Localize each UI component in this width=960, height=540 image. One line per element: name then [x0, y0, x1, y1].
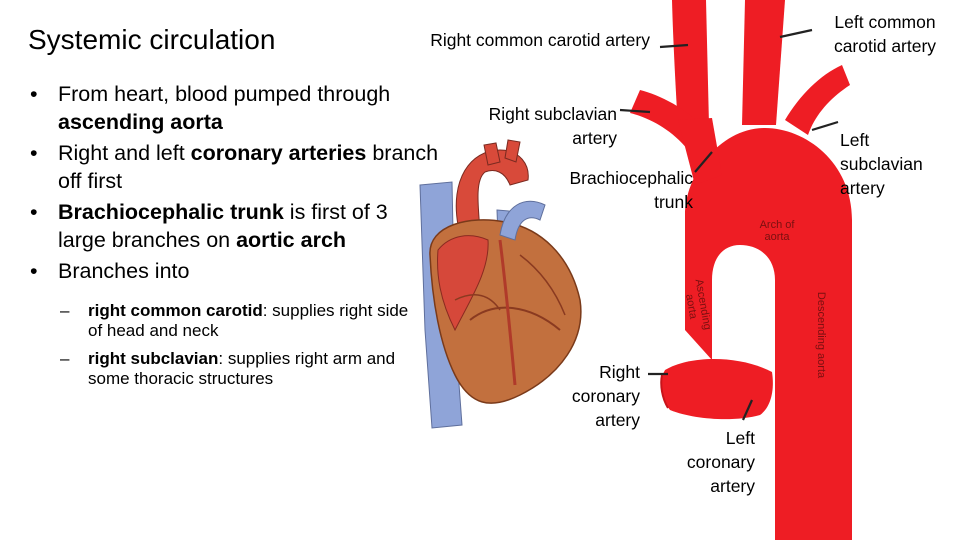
leader-brachiocephalic	[694, 151, 713, 173]
bullet-2-bold: coronary arteries	[190, 141, 367, 165]
sub-bullet-2: right subclavian: supplies right arm and…	[30, 349, 418, 389]
bullet-2: Right and left coronary arteries branch …	[30, 139, 450, 195]
leader-right-subclavian	[619, 108, 651, 114]
bullet-list: From heart, blood pumped through ascendi…	[30, 80, 450, 389]
sub-bullet-2-text: : supplies right arm and some thoracic s…	[88, 349, 396, 388]
slide-title: Systemic circulation	[28, 24, 276, 55]
heart-illustration	[419, 139, 582, 429]
sub-bullet-1-text: : supplies right side of head and neck	[88, 301, 409, 340]
leader-left-common-carotid	[779, 28, 813, 39]
bullet-1: From heart, blood pumped through ascendi…	[30, 80, 450, 136]
arch-label-1: Arch of	[760, 219, 796, 231]
label-brachiocephalic-trunk: Brachiocephalic trunk	[569, 168, 693, 212]
bullet-4: Branches into	[30, 257, 450, 285]
aorta-diagram	[630, 0, 852, 540]
label-right-common-carotid: Right common carotid artery	[430, 30, 650, 50]
bullet-3-text: is first of 3 large branches on	[58, 200, 388, 252]
label-left-coronary: Left coronary artery	[686, 428, 755, 496]
descending-label: Descending aorta	[815, 292, 827, 379]
leader-left-coronary	[741, 399, 754, 421]
sub-bullet-1-bold: right common carotid	[88, 301, 263, 320]
bullet-1-text: From heart, blood pumped through	[58, 82, 391, 106]
label-right-subclavian: Right subclavian artery	[488, 104, 617, 148]
leader-lines	[619, 28, 839, 421]
bullet-1-bold: ascending aorta	[58, 110, 223, 134]
label-right-coronary: Right coronary artery	[571, 362, 640, 430]
bullet-3: Brachiocephalic trunk is first of 3 larg…	[30, 198, 398, 254]
bullet-3-bold-b: aortic arch	[236, 228, 347, 252]
sub-bullet-2-bold: right subclavian	[88, 349, 219, 368]
bullet-2-text-b: branch off first	[58, 141, 439, 193]
leader-right-common-carotid	[659, 43, 689, 49]
bullet-2-text-a: Right and left	[58, 141, 191, 165]
label-left-common-carotid: Left common carotid artery	[833, 12, 937, 56]
bullet-3-bold-a: Brachiocephalic trunk	[58, 200, 284, 224]
bullet-4-text: Branches into	[58, 259, 190, 283]
label-left-subclavian: Left subclavian artery	[840, 130, 923, 198]
arch-label-2: aorta	[764, 231, 790, 243]
leader-left-subclavian	[811, 120, 839, 132]
ascending-label-2: aorta	[683, 293, 699, 321]
sub-bullet-1: right common carotid: supplies right sid…	[30, 301, 418, 341]
